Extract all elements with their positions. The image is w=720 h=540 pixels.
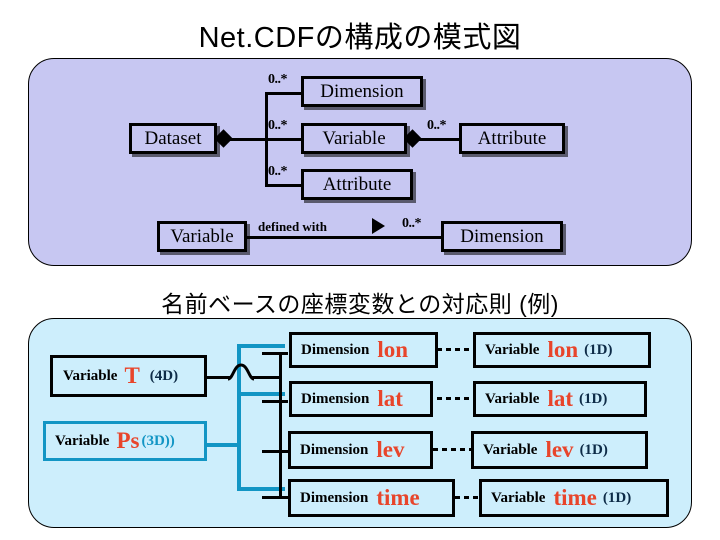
dimension-time-name: time	[376, 485, 420, 510]
multiplicity-variable-attribute: 0..*	[427, 118, 447, 133]
black-branch-lev	[262, 450, 288, 453]
variable-lat-rank: (1D)	[579, 390, 608, 407]
uml-box-variable[interactable]: Variable	[301, 123, 407, 154]
variable-time-name: time	[553, 485, 597, 510]
dimension-lev-name: lev	[376, 437, 405, 462]
cyan-branch-time	[237, 487, 285, 491]
uml-box-attribute-variable[interactable]: Attribute	[459, 123, 565, 154]
multiplicity-variable-dimension: 0..*	[402, 216, 422, 231]
dimension-lat-keyword: Dimension	[301, 390, 370, 407]
dimension-box-lon[interactable]: Dimension lon	[289, 332, 438, 368]
variable-lev-rank: (1D)	[579, 441, 608, 458]
dashed-link-lat	[437, 397, 475, 400]
wire-hop-arc-icon	[228, 363, 254, 381]
source-variable-ps-keyword: Variable	[55, 432, 110, 449]
black-connector-trunk	[279, 352, 282, 498]
dimension-box-lev[interactable]: Dimension lev	[288, 431, 433, 469]
source-variable-t-rank: (4D)	[149, 367, 179, 384]
variable-time-keyword: Variable	[491, 489, 546, 506]
variable-box-lon[interactable]: Variable lon (1D)	[473, 332, 651, 368]
dimension-box-time[interactable]: Dimension time	[288, 479, 455, 517]
dashed-link-lon	[437, 348, 475, 351]
uml-box-attribute-dataset[interactable]: Attribute	[301, 169, 413, 200]
dimension-box-lat[interactable]: Dimension lat	[289, 381, 433, 417]
navigation-triangle-icon	[372, 218, 385, 234]
cyan-connector-stem	[206, 443, 240, 447]
black-branch-time	[262, 496, 288, 499]
dimension-lev-keyword: Dimension	[300, 441, 369, 458]
variable-lon-rank: (1D)	[584, 341, 613, 358]
variable-box-lat[interactable]: Variable lat (1D)	[473, 381, 647, 417]
variable-time-rank: (1D)	[602, 489, 632, 506]
uml-box-variable-bottom[interactable]: Variable	[157, 221, 247, 252]
uml-box-dimension-bottom[interactable]: Dimension	[441, 221, 563, 252]
dashed-link-time	[455, 496, 481, 499]
dimension-lon-keyword: Dimension	[301, 341, 370, 358]
variable-lev-keyword: Variable	[483, 441, 538, 458]
connector-defined-with	[245, 236, 443, 239]
variable-lon-name: lon	[547, 337, 579, 362]
variable-box-time[interactable]: Variable time (1D)	[479, 479, 669, 517]
source-variable-ps-rank: (3D))	[141, 432, 175, 449]
cyan-branch-lon	[237, 344, 285, 348]
source-variable-ps-box[interactable]: Variable Ps (3D))	[43, 421, 207, 461]
black-connector-stem-right	[252, 376, 282, 379]
connector-dataset-trunk	[226, 138, 268, 141]
page-title-top: Net.CDFの構成の模式図	[198, 22, 522, 54]
cyan-branch-lat	[237, 392, 285, 396]
page-title-bottom: 名前ベースの座標変数との対応則 (例)	[161, 291, 559, 317]
source-variable-t-box[interactable]: Variable T (4D)	[50, 355, 207, 397]
connector-branch-attribute	[265, 184, 303, 187]
uml-box-dimension[interactable]: Dimension	[301, 76, 423, 107]
connector-branch-variable	[265, 138, 303, 141]
uml-box-dataset[interactable]: Dataset	[129, 123, 217, 154]
variable-lev-name: lev	[545, 437, 574, 462]
multiplicity-dataset-dimension: 0..*	[268, 72, 288, 87]
source-variable-t-name: T	[124, 363, 140, 388]
cyan-connector-trunk	[237, 344, 241, 491]
black-branch-lon	[262, 352, 288, 355]
source-variable-t-keyword: Variable	[63, 367, 118, 384]
connector-variable-attribute	[415, 138, 463, 141]
dimension-time-keyword: Dimension	[300, 489, 369, 506]
variable-lat-name: lat	[547, 386, 574, 411]
dimension-lat-name: lat	[377, 386, 403, 411]
multiplicity-dataset-attribute: 0..*	[268, 164, 288, 179]
connector-branch-dimension	[265, 92, 303, 95]
variable-lon-keyword: Variable	[485, 341, 540, 358]
variable-lat-keyword: Variable	[485, 390, 540, 407]
multiplicity-dataset-variable: 0..*	[268, 118, 288, 133]
black-branch-lat	[262, 400, 288, 403]
variable-box-lev[interactable]: Variable lev (1D)	[471, 431, 648, 469]
relation-label-defined-with: defined with	[258, 219, 327, 234]
source-variable-ps-name: Ps	[116, 428, 140, 453]
dimension-lon-name: lon	[377, 337, 409, 362]
black-connector-stem-left	[206, 376, 230, 379]
dashed-link-lev	[433, 448, 471, 451]
